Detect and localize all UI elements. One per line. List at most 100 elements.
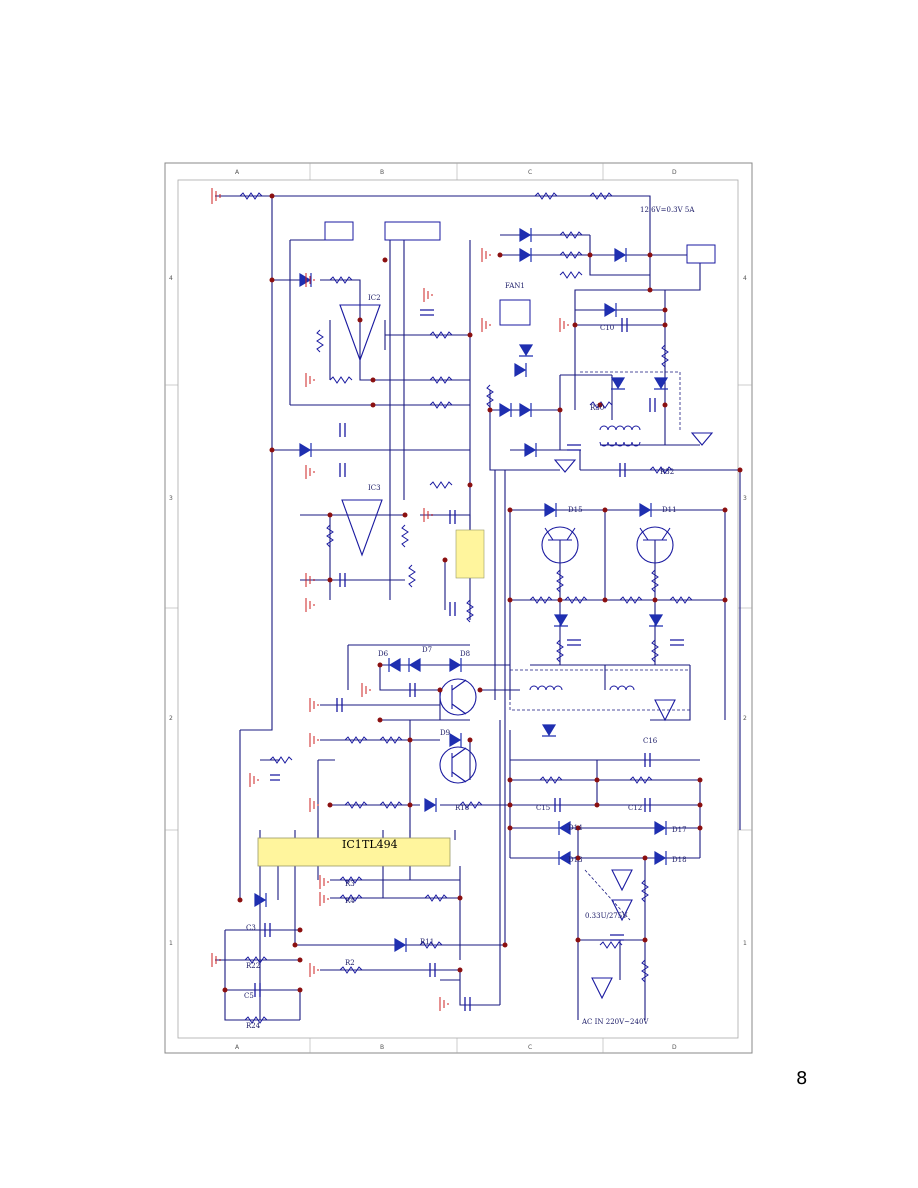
diode-d6 [388,657,401,673]
resistor [326,524,334,548]
svg-text:D9: D9 [440,729,450,737]
diode-d4 [519,402,532,418]
svg-text:R4: R4 [345,897,355,905]
resistor [466,599,474,623]
resistor [379,736,403,744]
capacitor [254,983,261,997]
svg-text:C15: C15 [536,804,550,812]
svg-text:R22: R22 [246,962,260,970]
capacitor [644,753,651,767]
diode-dw1 [614,247,627,263]
transistor-q2 [439,746,477,784]
svg-text:FAN1: FAN1 [505,282,525,290]
frame-row-labels: 4 3 2 1 4 3 2 1 [169,275,747,947]
output-spec-label: 12.6V=0.3V 5A [640,206,695,214]
capacitor [649,398,656,412]
resistor [649,466,673,474]
svg-text:D11: D11 [662,506,677,514]
diode-d8b [449,657,462,673]
resistor [244,956,268,964]
resistor [529,596,553,604]
diode-d13 [558,850,571,866]
capacitor [270,774,280,781]
opamp-ic2 [339,304,381,362]
resistor [651,639,659,663]
varistor-label: 0.33U/275V [585,912,628,920]
capacitor [567,444,581,451]
opamp-tri4 [611,869,633,892]
capacitor [464,997,471,1011]
svg-text:D17: D17 [672,826,687,834]
opamp-tri1 [553,459,577,473]
resistor [559,271,583,279]
drawing-frame-inner [177,179,739,1039]
svg-text:A: A [235,1044,240,1051]
resistor [339,876,363,884]
diode-d5 [499,402,512,418]
resistor [339,894,363,902]
diode-d102 [610,377,626,390]
ic1-chip [257,837,451,867]
resistor [379,801,403,809]
resistor [429,401,453,409]
connectors [324,221,716,326]
resistor [429,376,453,384]
resistor [429,331,453,339]
resistor [641,959,649,983]
component-labels: 12.6V=0.3V 5A AC IN 220V~240V 0.33U/275V… [244,206,695,1030]
capacitor [449,602,456,616]
diode-d101b [653,377,669,390]
frame-column-labels: A B C D A B C D [235,169,677,1051]
wiring [215,195,741,1021]
connector-ic4 [324,221,354,241]
resistor [589,401,613,409]
diode-d3 [394,937,407,953]
diode-d7a [518,344,534,357]
resistors [239,192,693,1024]
opamp-tri5 [611,899,633,922]
resistor [344,736,368,744]
svg-text:D15: D15 [568,506,583,514]
svg-text:R32: R32 [660,468,674,476]
capacitor [336,698,343,712]
resistor [329,376,353,384]
svg-text:D18: D18 [672,856,687,864]
diode-d9 [449,732,462,748]
svg-text:4: 4 [169,275,173,282]
resistor [486,384,494,408]
svg-text:3: 3 [169,495,173,502]
svg-text:C: C [528,169,532,176]
connector-fan [499,299,531,326]
capacitors [254,309,684,1011]
resistor [629,776,653,784]
diode-d17 [654,820,667,836]
resistor [564,596,588,604]
svg-text:R18: R18 [455,804,469,812]
svg-text:C5: C5 [244,992,254,1000]
resistor [559,231,583,239]
capacitor [339,573,346,587]
svg-text:C3: C3 [246,924,256,932]
diode-d15b [553,614,569,627]
transistors [439,526,674,784]
svg-text:D7: D7 [422,646,432,654]
diode-d16 [654,850,667,866]
transistor-q4 [636,526,674,564]
resistor [556,569,564,593]
svg-text:A: A [235,169,240,176]
transistor-q3 [541,526,579,564]
transformer-coils [529,425,641,691]
connector-ic3 [384,221,441,241]
svg-text:2: 2 [169,715,173,722]
resistor [269,756,293,764]
capacitor [409,683,416,697]
diode-d3a [604,302,617,318]
svg-text:B: B [380,1044,384,1051]
svg-text:3: 3 [743,495,747,502]
svg-text:D13: D13 [568,856,583,864]
opamp-tri6 [591,977,613,1000]
capacitor [619,463,626,477]
svg-text:4: 4 [743,275,747,282]
resistor [559,251,583,259]
svg-text:R24: R24 [246,1022,261,1030]
